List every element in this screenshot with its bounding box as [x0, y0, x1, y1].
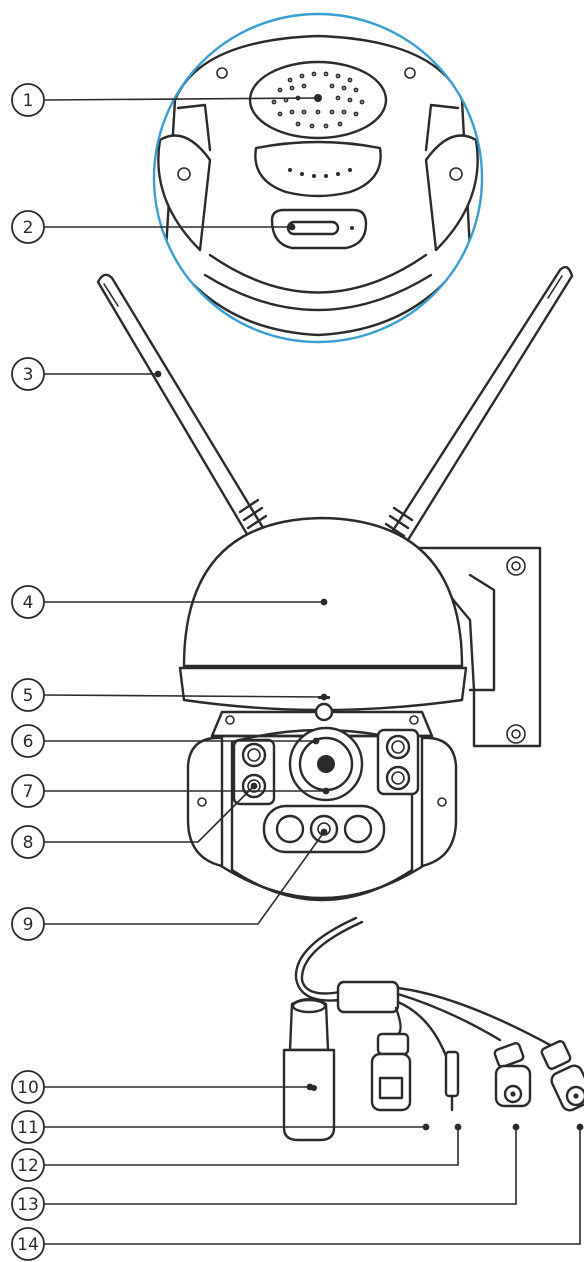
bottom-detail-view: [152, 12, 484, 344]
callout-7: 7: [11, 774, 45, 808]
callout-4: 4: [11, 585, 45, 619]
callout-2: 2: [11, 210, 45, 244]
callout-number: 1: [23, 91, 34, 111]
callout-13: 13: [11, 1187, 45, 1221]
network-port: [370, 1032, 412, 1112]
callout-number: 5: [23, 686, 34, 706]
callout-number: 3: [23, 365, 34, 385]
callout-number: 13: [17, 1195, 39, 1215]
audio-port: [540, 1040, 584, 1112]
callout-11: 11: [11, 1110, 45, 1144]
wall-mount-bracket: [408, 546, 542, 748]
lens: [317, 755, 335, 773]
callout-10: 10: [11, 1070, 45, 1104]
callout-5: 5: [11, 678, 45, 712]
callout-number: 2: [23, 218, 34, 238]
power-port: [493, 1042, 532, 1108]
detail-circle-outline: [152, 12, 484, 344]
callout-number: 7: [23, 782, 34, 802]
callout-number: 12: [17, 1156, 39, 1176]
callout-3: 3: [11, 357, 45, 391]
reset-wire: [444, 1050, 460, 1112]
callout-1: 1: [11, 83, 45, 117]
waterproof-cap: [282, 997, 336, 1142]
callout-6: 6: [11, 724, 45, 758]
callout-14: 14: [11, 1227, 45, 1261]
callout-number: 9: [23, 915, 34, 935]
callout-number: 6: [23, 732, 34, 752]
callout-number: 14: [17, 1235, 39, 1255]
callout-number: 8: [23, 833, 34, 853]
callout-9: 9: [11, 907, 45, 941]
antennas: [96, 265, 574, 548]
light-sensor: [314, 702, 334, 722]
camera-dome: [178, 516, 468, 712]
callout-number: 4: [23, 593, 34, 613]
callout-number: 10: [17, 1078, 39, 1098]
leader-lines: [43, 94, 584, 1245]
callout-8: 8: [11, 825, 45, 859]
callout-12: 12: [11, 1148, 45, 1182]
cable-assembly: [282, 916, 584, 1142]
camera-head: [186, 702, 458, 902]
callout-number: 11: [17, 1118, 39, 1138]
